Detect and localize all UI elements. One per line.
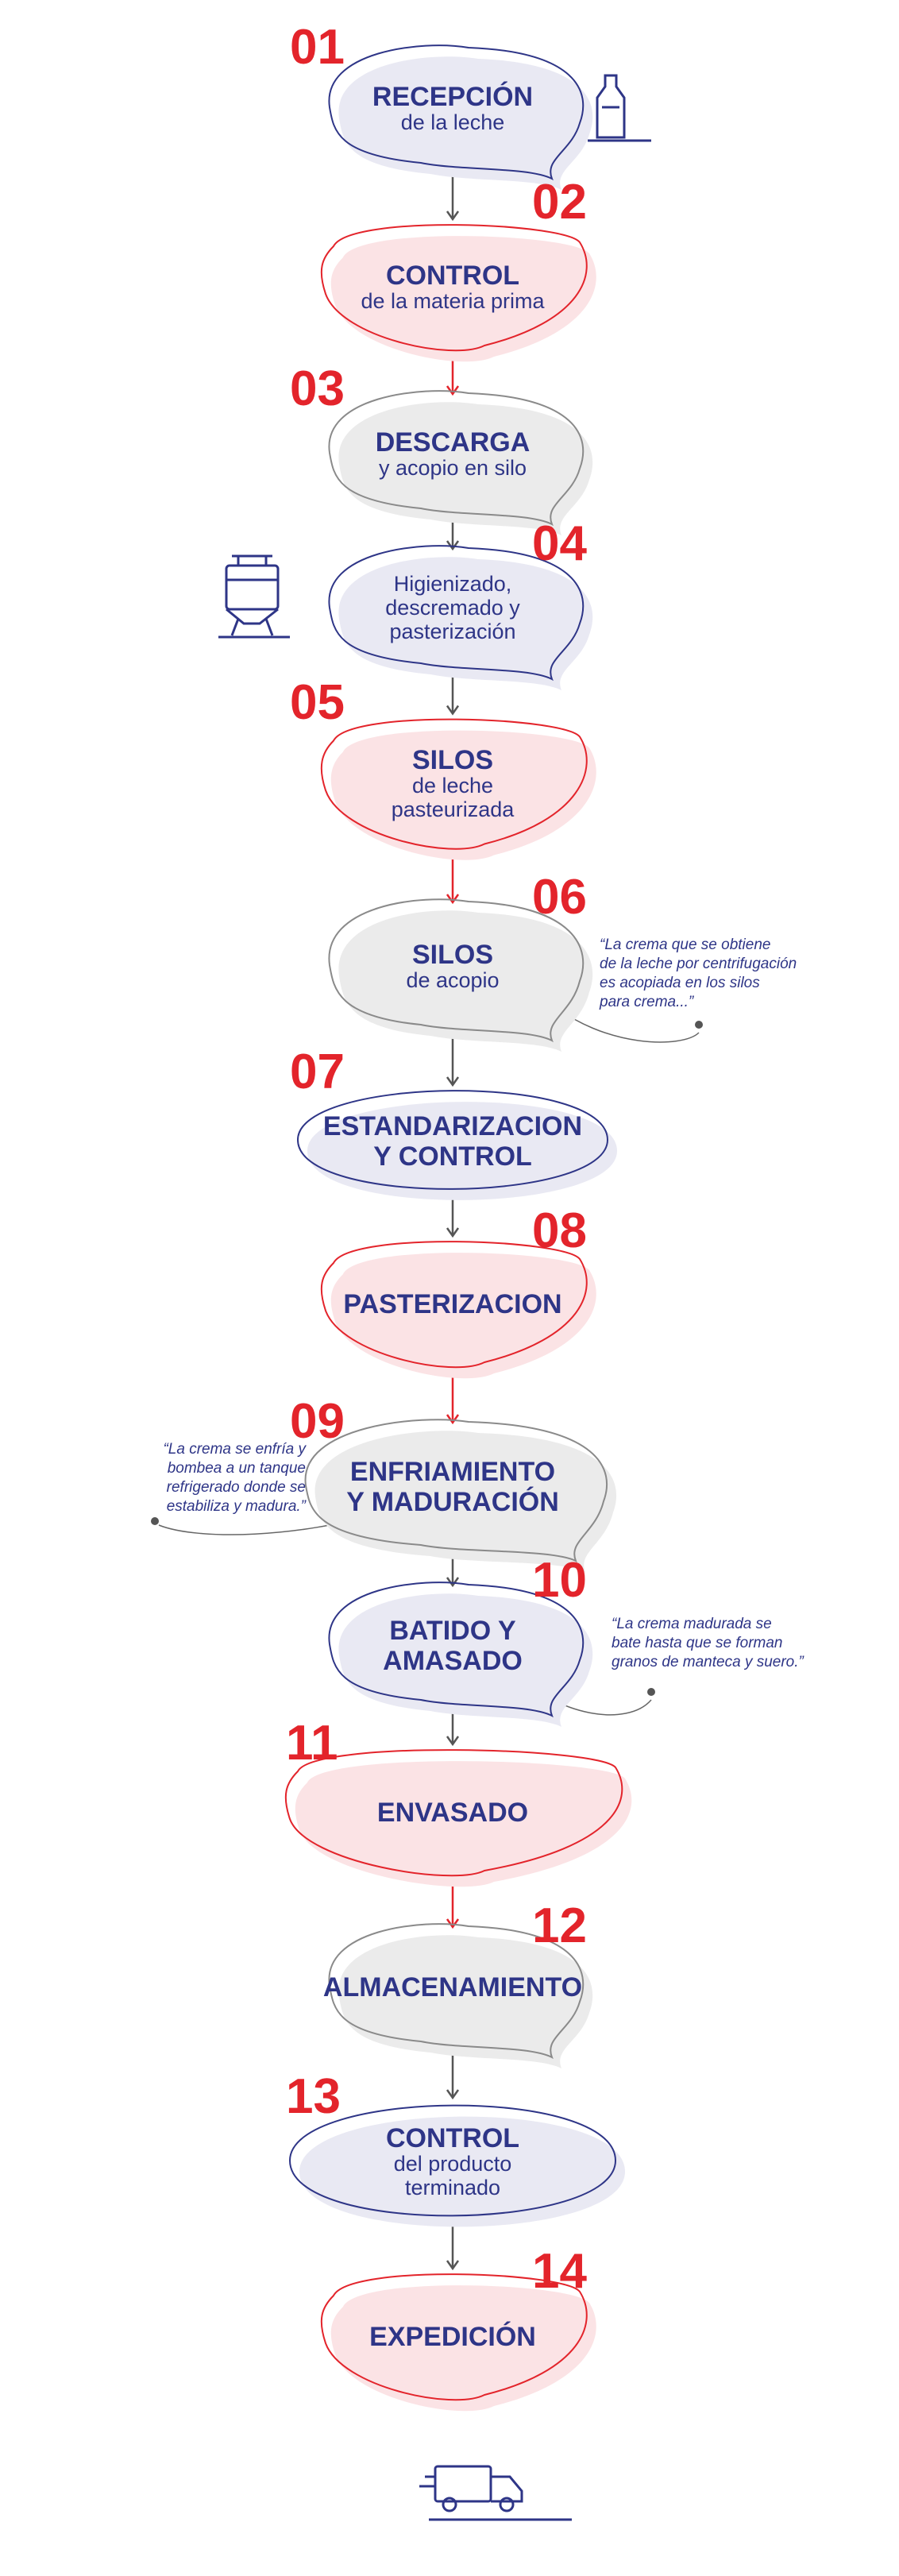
note-text: de la leche por centrifugación (600, 956, 797, 972)
step-number: 10 (532, 1553, 587, 1608)
step-number: 13 (286, 2069, 341, 2124)
note-callout: “La crema se enfría y bombea a un tanque r… (151, 1441, 378, 1535)
step-subtitle: y acopio en silo (379, 456, 527, 480)
step-shape-outline (296, 1090, 609, 1190)
step-subtitle: de la leche (401, 110, 505, 134)
step-title: SILOS (412, 940, 493, 970)
flow-arrow (446, 2220, 460, 2271)
note-text: refrigerado donde se (167, 1479, 306, 1496)
step-number: 12 (532, 1898, 587, 1953)
milk-bottle-icon (588, 74, 651, 142)
step-shape-outline (328, 44, 585, 181)
step-shape-fill (338, 1935, 593, 2068)
step-title: CONTROL (386, 2123, 519, 2153)
note-text: estabiliza y madura.” (167, 1498, 307, 1515)
step-shape-fill (299, 2116, 625, 2227)
step-number: 09 (290, 1394, 345, 1449)
step-title: SILOS (412, 745, 493, 775)
step-title: Higienizado, (394, 572, 512, 596)
step-shape-outline (304, 1419, 608, 1563)
step-shape-outline (320, 224, 588, 352)
note-text: para crema...” (599, 994, 695, 1010)
step-subtitle: de acopio (406, 968, 499, 992)
step-subtitle: Y CONTROL (373, 1141, 532, 1172)
step-number: 01 (290, 20, 345, 75)
step-title: ALMACENAMIENTO (323, 1972, 582, 2002)
step-shape-fill (307, 1102, 617, 1200)
note-text: bombea a un tanque (168, 1460, 306, 1477)
step-title: CONTROL (386, 261, 519, 291)
step-shape-outline (328, 390, 585, 527)
note-text: granos de manteca y suero.” (612, 1654, 805, 1670)
icons (218, 74, 651, 2521)
step-number: 02 (532, 175, 587, 230)
step-title: ENFRIAMIENTO (350, 1457, 555, 1487)
step-shape-fill (338, 56, 593, 190)
step-shape-outline (320, 718, 588, 850)
note-text: bate hasta que se forman (612, 1635, 782, 1651)
step-shape-outline (328, 545, 585, 682)
step-shape-fill (314, 1431, 617, 1572)
note-callouts: “La crema que se obtiene de la leche por … (151, 937, 805, 1716)
step-shape-fill (338, 402, 593, 535)
note-callout: “La crema que se obtiene de la leche por … (547, 937, 797, 1043)
step-title: RECEPCIÓN (372, 82, 533, 112)
step-subtitle: terminado (405, 2176, 500, 2199)
step-subtitle: pasteurizada (392, 798, 515, 821)
step-shape-outline (288, 2104, 617, 2217)
step-number: 07 (290, 1045, 345, 1099)
pasteurizer-tank-icon (218, 554, 290, 639)
note-text: “La crema que se obtiene (600, 937, 770, 953)
step-title: EXPEDICIÓN (369, 2322, 536, 2352)
step-subtitle: de leche (412, 774, 493, 798)
step-shape-outline (328, 1923, 585, 2060)
step-title: DESCARGA (376, 427, 531, 458)
step-subtitle: pasterización (389, 620, 515, 643)
note-text: “La crema se enfría y (163, 1441, 307, 1458)
step-subtitle: descremado y (385, 596, 520, 620)
step-shape-fill (338, 910, 593, 1052)
step-shape-fill (338, 1593, 593, 1727)
step-title: PASTERIZACION (343, 1289, 561, 1319)
step-shape-fill (338, 557, 593, 690)
step-subtitle: del producto (394, 2152, 512, 2176)
step-number: 04 (532, 516, 587, 571)
step-title: BATIDO Y (389, 1616, 516, 1646)
step-shape-outline (320, 2273, 588, 2401)
step-shape-outline (328, 1582, 585, 1718)
step-number: 05 (290, 675, 345, 730)
step-subtitle: de la materia prima (361, 289, 545, 313)
step-number: 03 (290, 361, 345, 416)
step-shape-outline (328, 898, 585, 1043)
step-subtitle: AMASADO (383, 1646, 523, 1676)
step-shape-outline (320, 1241, 588, 1369)
note-text: es acopiada en los silos (600, 975, 760, 991)
note-text: “La crema madurada se (612, 1616, 772, 1632)
step-number: 11 (286, 1716, 338, 1771)
step-subtitle: Y MADURACIÓN (346, 1487, 559, 1517)
step-number: 08 (532, 1203, 587, 1258)
step-title: ENVASADO (377, 1798, 528, 1828)
step-title: ESTANDARIZACION (323, 1111, 582, 1141)
delivery-truck-icon (419, 2465, 572, 2521)
step-number: 06 (532, 870, 587, 925)
step-number: 14 (532, 2244, 587, 2299)
step-shape-outline (284, 1749, 623, 1877)
